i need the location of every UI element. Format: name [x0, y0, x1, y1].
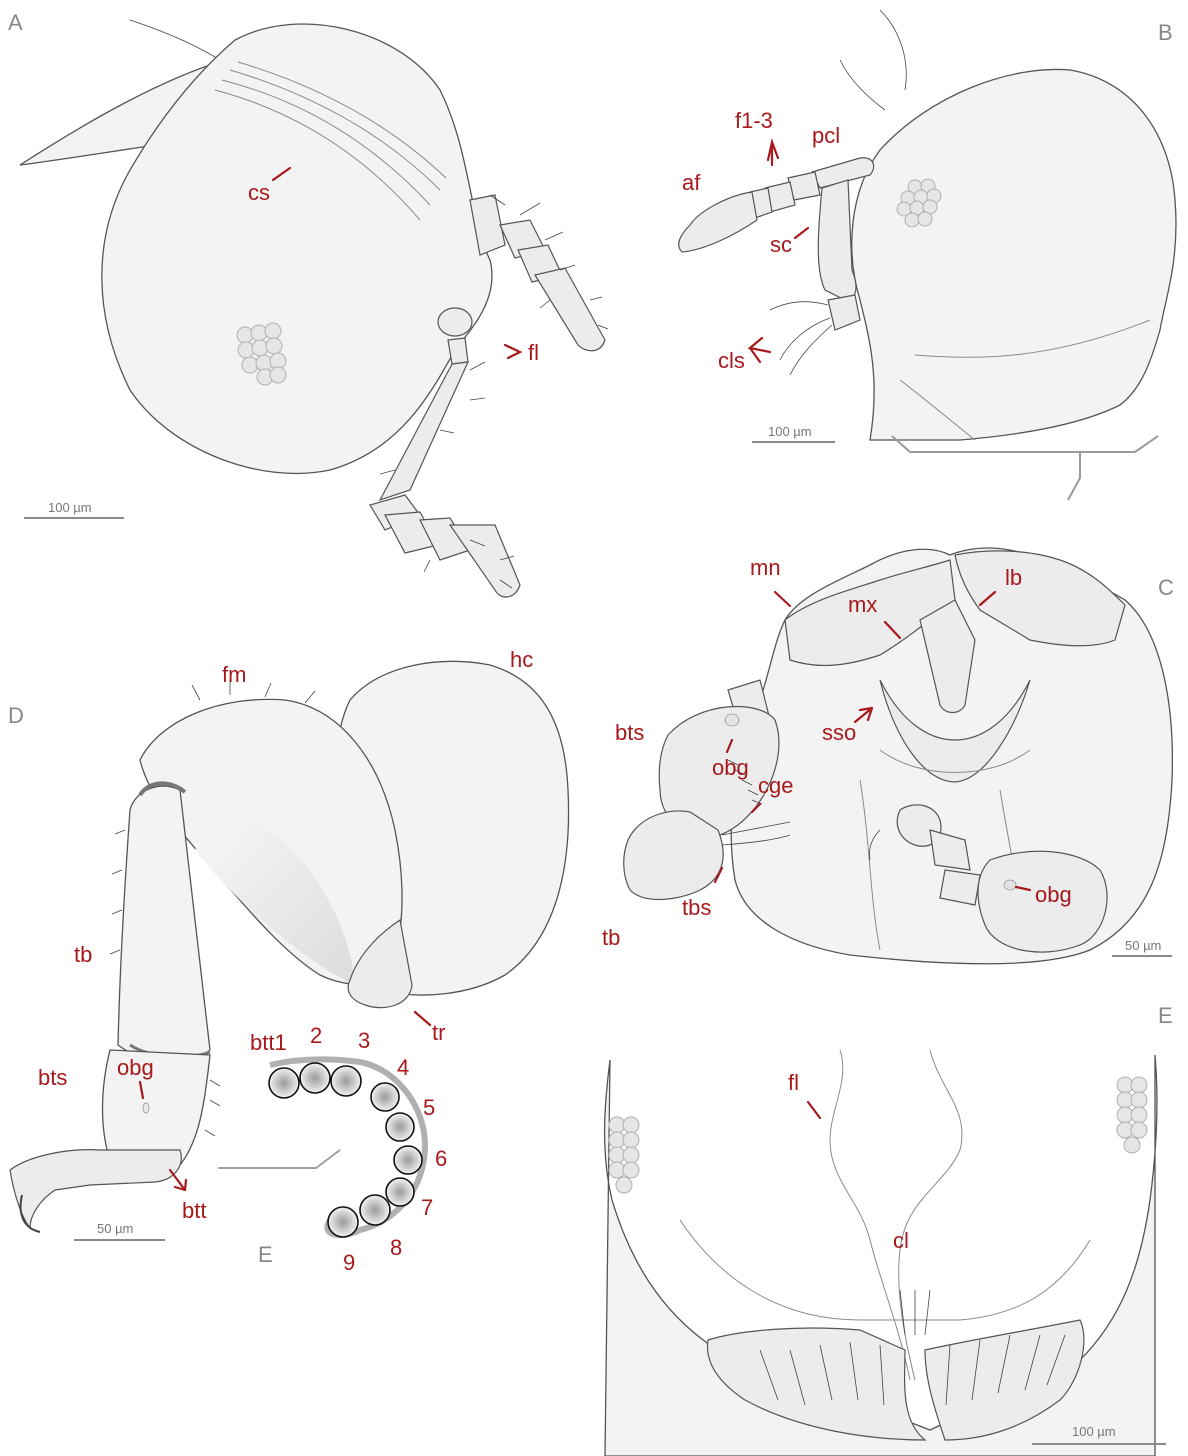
label-cls: cls	[718, 348, 745, 373]
label-seg-5: 5	[423, 1095, 435, 1120]
label-lb: lb	[1005, 565, 1022, 590]
scale-label-b: 100 µm	[768, 424, 812, 439]
label-cge: cge	[758, 773, 793, 798]
label-sso: sso	[822, 720, 856, 745]
label-cs: cs	[248, 180, 270, 205]
panel-e: E fl cl 100 µm	[605, 1003, 1173, 1456]
panel-letter-d: D	[8, 703, 24, 728]
label-seg-btt1: btt1	[250, 1030, 287, 1055]
pointer-f1-3	[768, 142, 778, 165]
label-tr: tr	[432, 1020, 445, 1045]
label-cl: cl	[893, 1228, 909, 1253]
label-seg-4: 4	[397, 1055, 409, 1080]
panel-letter-a: A	[8, 10, 23, 35]
panel-letter-e-inset: E	[258, 1242, 273, 1267]
label-bts-c: bts	[615, 720, 644, 745]
pointer-btt	[170, 1170, 186, 1190]
label-fl-e: fl	[788, 1070, 799, 1095]
scale-label-c: 50 µm	[1125, 938, 1161, 953]
pointer-cls	[750, 338, 770, 362]
pointer-fl-a	[505, 345, 520, 358]
scale-label-d: 50 µm	[97, 1221, 133, 1236]
segment-2	[300, 1063, 330, 1093]
claw-segments-d	[10, 1150, 181, 1228]
inset-pointer-line	[218, 1150, 340, 1168]
label-fm: fm	[222, 662, 246, 687]
bristles-b	[840, 10, 906, 110]
panel-letter-b: B	[1158, 20, 1173, 45]
panel-a: A	[8, 10, 608, 597]
panel-e-inset: E btt1 2 3 4 5 6 7 8 9	[218, 1023, 447, 1275]
bracket-b-to-c	[892, 436, 1158, 500]
obg-gland-d	[143, 1103, 149, 1113]
label-bts-d: bts	[38, 1065, 67, 1090]
panel-d: D fm hc tb tr bts obg btt 50 µm	[8, 647, 569, 1240]
segment-5	[386, 1113, 414, 1141]
pointer-tr	[415, 1012, 430, 1025]
label-seg-3: 3	[358, 1028, 370, 1053]
label-tbs: tbs	[682, 895, 711, 920]
label-hc: hc	[510, 647, 533, 672]
label-af: af	[682, 170, 701, 195]
segment-8	[360, 1195, 390, 1225]
pointer-mn	[775, 592, 790, 606]
label-seg-2: 2	[310, 1023, 322, 1048]
panel-b: B f1-3 pcl af sc cls	[679, 10, 1176, 500]
label-obg-d: obg	[117, 1055, 154, 1080]
label-tb-d: tb	[74, 942, 92, 967]
label-pcl: pcl	[812, 123, 840, 148]
segment-6	[394, 1146, 422, 1174]
label-f1-3: f1-3	[735, 108, 773, 133]
scale-label-e: 100 µm	[1072, 1424, 1116, 1439]
segment-9	[328, 1207, 358, 1237]
label-btt: btt	[182, 1198, 206, 1223]
label-seg-9: 9	[343, 1250, 355, 1275]
label-seg-8: 8	[390, 1235, 402, 1260]
label-mx: mx	[848, 592, 877, 617]
antenna-b	[679, 158, 874, 375]
label-fl-a: fl	[528, 340, 539, 365]
label-seg-7: 7	[421, 1195, 433, 1220]
label-tb-c: tb	[602, 925, 620, 950]
segment-3	[331, 1066, 361, 1096]
label-obg-c-right: obg	[1035, 882, 1072, 907]
scale-label-a: 100 µm	[48, 500, 92, 515]
panel-c: C mn lb mx	[602, 548, 1174, 964]
segment-btt1	[269, 1068, 299, 1098]
segment-4	[371, 1083, 399, 1111]
segment-7	[386, 1178, 414, 1206]
label-sc: sc	[770, 232, 792, 257]
pointer-sc	[795, 228, 808, 238]
panel-letter-e: E	[1158, 1003, 1173, 1028]
head-capsule-b	[852, 69, 1176, 440]
label-obg-c-left: obg	[712, 755, 749, 780]
label-mn: mn	[750, 555, 781, 580]
label-seg-6: 6	[435, 1146, 447, 1171]
panel-letter-c: C	[1158, 575, 1174, 600]
